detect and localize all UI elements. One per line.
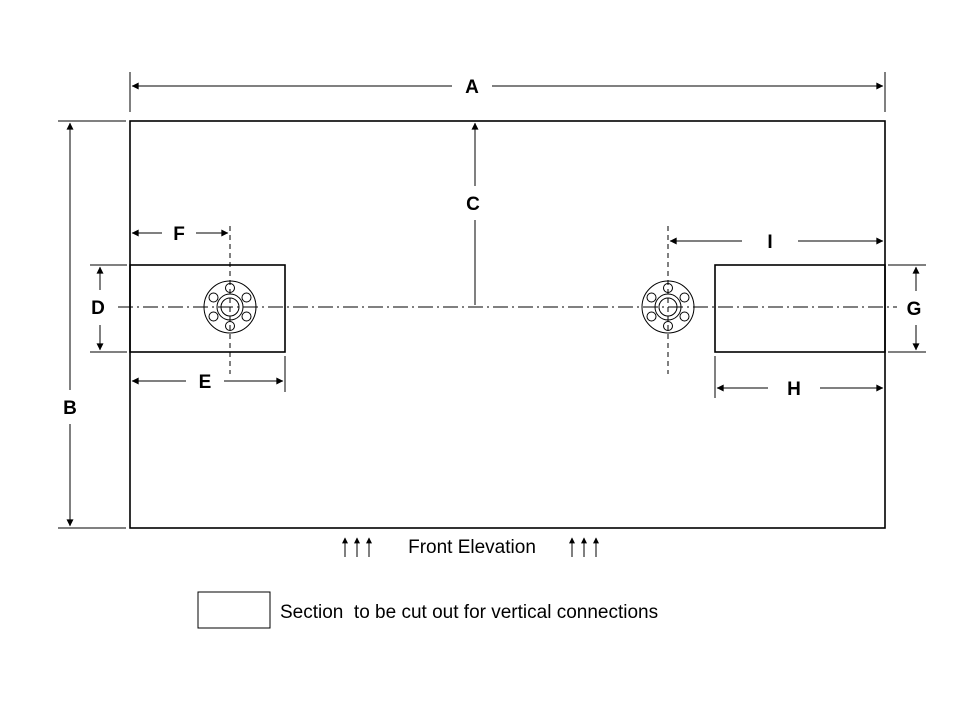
plate-outline	[129, 120, 886, 529]
left-flange-bore	[220, 297, 240, 317]
right-flange-bolt	[663, 283, 673, 293]
dimension-c: C	[466, 122, 480, 305]
left-flange	[203, 280, 257, 334]
dimension-g: G	[888, 264, 926, 353]
caption-arrows-right	[569, 537, 599, 557]
dim-label-a: A	[465, 77, 479, 98]
right-flange-bore	[658, 297, 678, 317]
left-flange-bolt	[208, 292, 219, 303]
right-flange-bolt	[646, 311, 657, 322]
dimension-i: I	[669, 232, 884, 253]
left-flange-bolt	[208, 311, 219, 322]
dimension-a: A	[129, 72, 886, 112]
left-flange-bolt	[225, 283, 235, 293]
right-flange-bolt	[679, 292, 690, 303]
dimension-b: B	[58, 120, 126, 529]
right-flange-bolt	[646, 292, 657, 303]
right-flange-bolt	[679, 311, 690, 322]
caption-arrows-left	[342, 537, 372, 557]
legend-label: Section to be cut out for vertical conne…	[280, 602, 658, 623]
dimension-d: D	[90, 264, 127, 353]
dim-label-d: D	[91, 298, 105, 319]
dim-label-f: F	[173, 224, 185, 245]
dimension-e: E	[131, 356, 286, 393]
legend: Section to be cut out for vertical conne…	[197, 591, 658, 629]
left-flange-ring	[216, 293, 244, 321]
left-flange-bolt	[241, 311, 252, 322]
right-flange-bolt	[663, 321, 673, 331]
dim-label-e: E	[199, 372, 212, 393]
right-cutout-section	[714, 264, 886, 353]
dimension-f: F	[131, 224, 229, 245]
dim-label-g: G	[907, 299, 922, 320]
right-flange	[641, 280, 695, 334]
dim-label-c: C	[466, 194, 480, 215]
left-cutout-section	[129, 264, 286, 353]
left-flange-bolt	[241, 292, 252, 303]
left-flange-outer-circle	[203, 280, 257, 334]
dim-label-h: H	[787, 379, 801, 400]
right-flange-ring	[654, 293, 682, 321]
legend-swatch	[197, 591, 271, 629]
caption-group: Front Elevation	[342, 537, 599, 558]
dim-label-i: I	[767, 232, 772, 253]
left-flange-bolt	[225, 321, 235, 331]
drawing-caption: Front Elevation	[408, 537, 536, 558]
right-flange-outer-circle	[641, 280, 695, 334]
dim-label-b: B	[63, 398, 77, 419]
dimension-h: H	[714, 356, 884, 400]
